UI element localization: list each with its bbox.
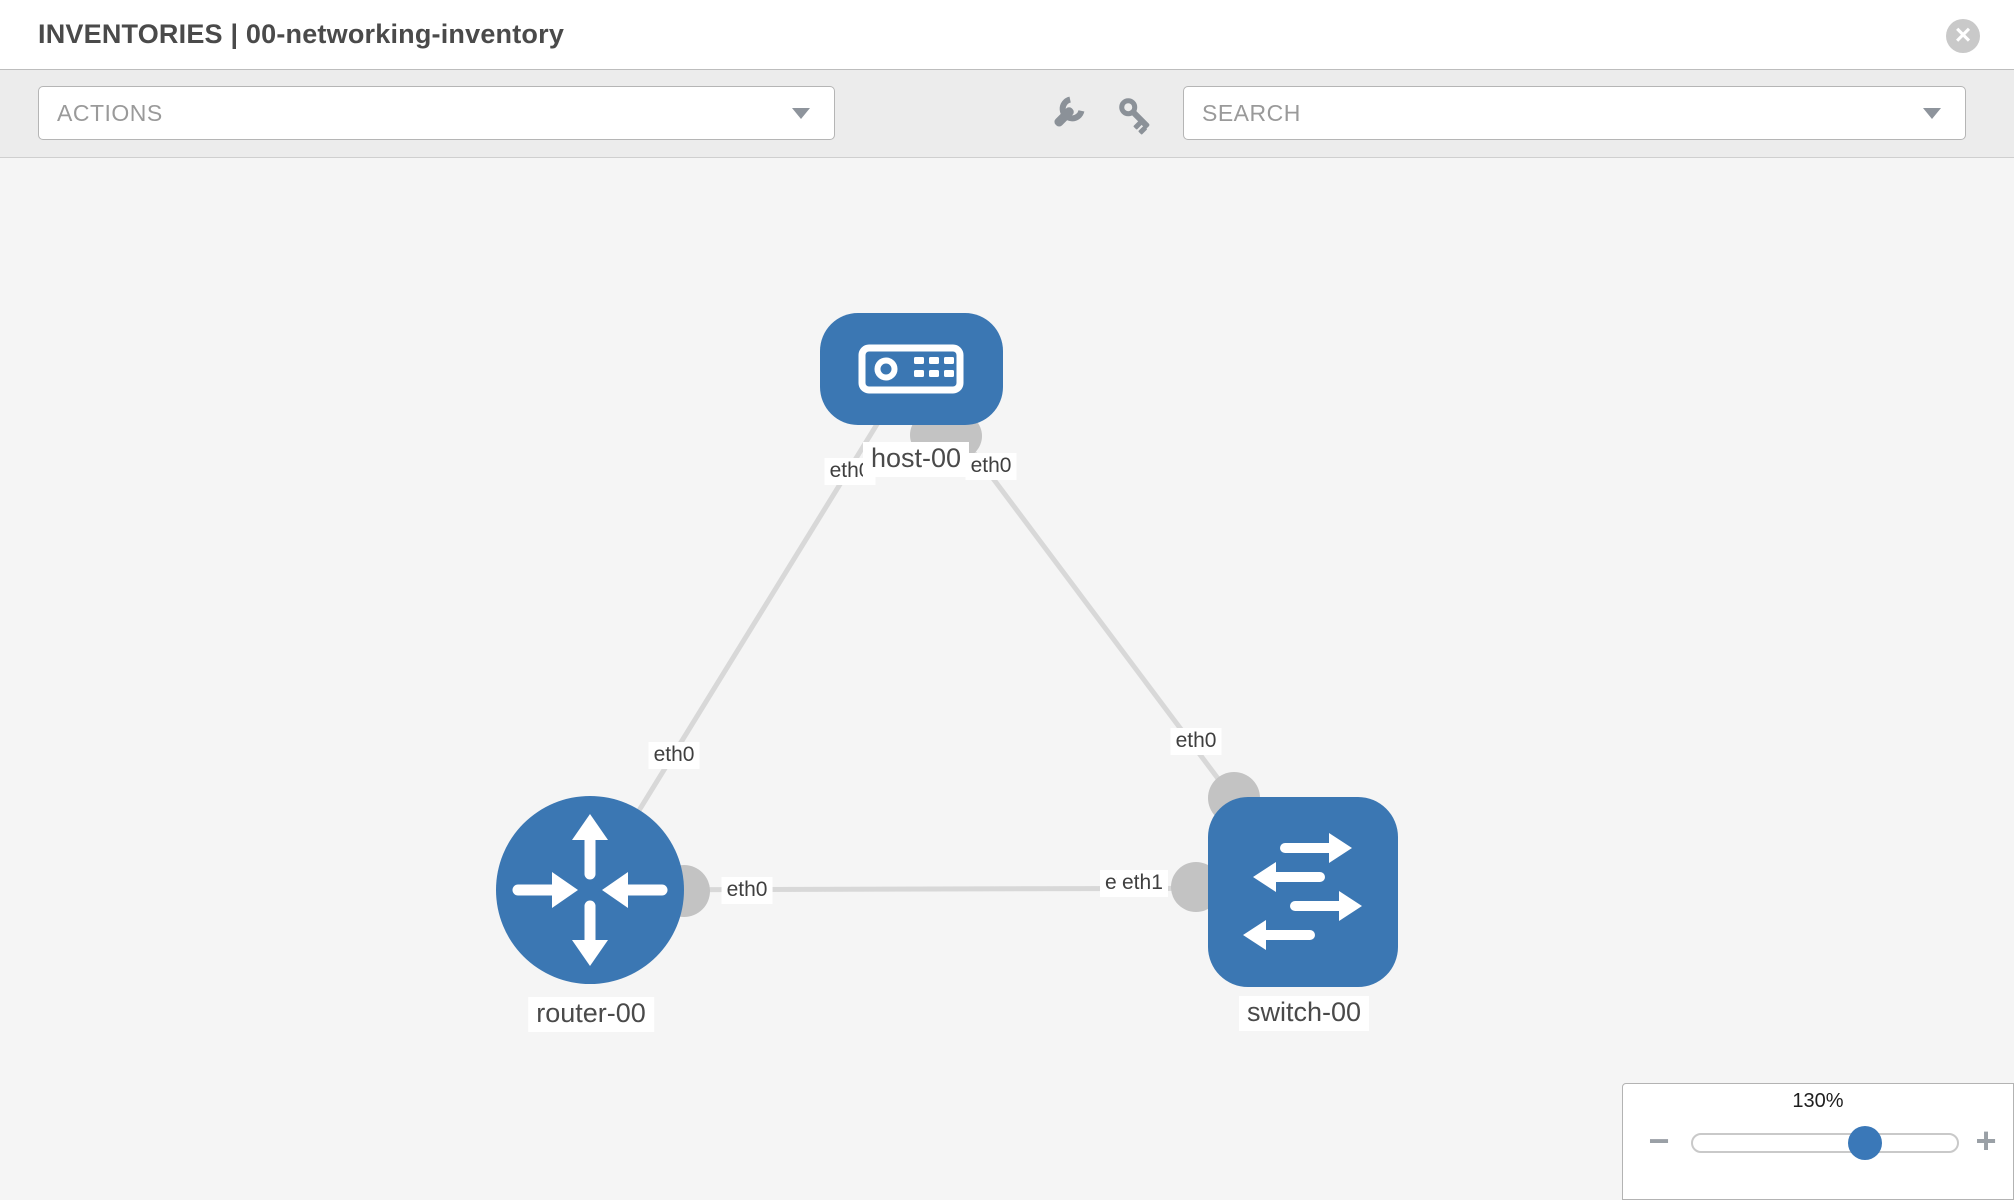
key-icon[interactable] <box>1113 92 1159 138</box>
node-switch-00[interactable] <box>1208 797 1398 987</box>
chevron-down-icon <box>792 108 810 119</box>
node-host-00[interactable] <box>820 313 1003 425</box>
zoom-slider-track[interactable] <box>1691 1126 1959 1160</box>
close-icon[interactable]: × <box>1946 19 1980 53</box>
node-label-switch: switch-00 <box>1238 996 1370 1031</box>
wrench-icon[interactable] <box>1045 92 1091 138</box>
actions-dropdown-label: ACTIONS <box>57 100 163 126</box>
actions-dropdown[interactable]: ACTIONS <box>38 86 835 140</box>
interface-label: eth0 <box>721 877 773 904</box>
link-host-router[interactable] <box>587 367 914 892</box>
chevron-down-icon <box>1923 108 1941 119</box>
interface-label: eth0 <box>1170 728 1222 755</box>
topology-canvas[interactable]: eth0 eth0 eth0 eth0 eth0 eth0 eth1 host-… <box>0 158 2014 1200</box>
server-icon <box>858 344 964 394</box>
interface-label: eth0 <box>965 453 1017 480</box>
panel-header: INVENTORIES | 00-networking-inventory × <box>0 0 2014 69</box>
zoom-control-panel: 130% − + <box>1622 1083 2014 1200</box>
switch-arrows-icon <box>1243 833 1362 950</box>
interface-label: eth1 <box>1117 870 1168 897</box>
node-router-00[interactable] <box>496 796 684 984</box>
page-title: INVENTORIES | 00-networking-inventory <box>38 19 565 49</box>
interface-label: eth0 <box>648 742 700 769</box>
node-label-host: host-00 <box>862 442 970 477</box>
node-label-router: router-00 <box>528 997 654 1032</box>
zoom-in-button[interactable]: + <box>1975 1120 1997 1161</box>
router-arrows-icon <box>512 814 668 966</box>
zoom-out-button[interactable]: − <box>1648 1120 1670 1161</box>
search-dropdown[interactable]: SEARCH <box>1183 86 1966 140</box>
toolbar: ACTIONS SEARCH <box>0 69 2014 158</box>
zoom-slider-thumb[interactable] <box>1848 1126 1882 1160</box>
search-dropdown-label: SEARCH <box>1202 100 1301 126</box>
zoom-level-value: 130% <box>1792 1090 1844 1112</box>
